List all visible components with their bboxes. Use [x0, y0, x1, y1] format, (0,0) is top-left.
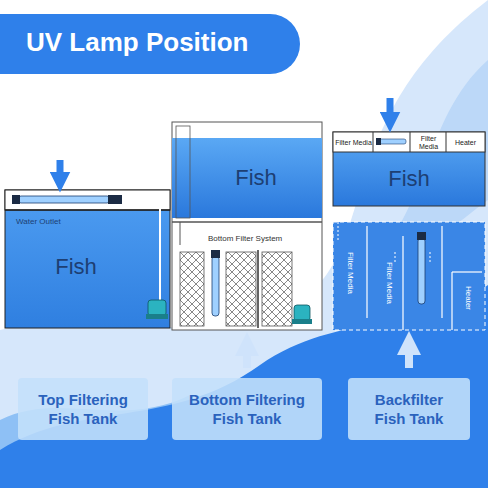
filter-compartments: Filter Media Filter MediaHeater	[334, 223, 484, 329]
illustration-part	[148, 300, 166, 316]
pointer-arrow	[405, 343, 413, 368]
compartment-label: Heater	[447, 133, 484, 152]
fish-label: Fish	[192, 165, 320, 191]
illustration-part	[172, 122, 322, 330]
caption-box: Bottom Filtering Fish Tank	[172, 378, 322, 440]
top-filtering-tank	[5, 160, 170, 328]
part-label: Filter Media	[385, 262, 394, 304]
illustration-part	[5, 209, 170, 211]
illustration-part	[226, 252, 256, 326]
illustration-part	[211, 250, 220, 258]
illustration-part	[441, 226, 442, 318]
illustration-part	[452, 271, 482, 272]
illustration-part	[176, 126, 190, 218]
caption-text: Backfilter Fish Tank	[358, 390, 460, 429]
illustration-part	[262, 252, 292, 326]
title: UV Lamp Position	[26, 27, 248, 58]
illustration-part	[418, 238, 425, 304]
illustration-part	[172, 138, 322, 218]
part-label: Bottom Filter System	[206, 234, 284, 243]
illustration-part	[417, 232, 426, 240]
illustration-part	[446, 132, 447, 152]
illustration-part	[212, 256, 219, 316]
compartment-label: Filter Media	[411, 133, 446, 152]
illustration-part	[0, 14, 300, 74]
illustration-part	[333, 132, 485, 152]
part-label: Filter Media	[346, 252, 355, 294]
illustration-part	[373, 132, 374, 152]
backfilter-tank	[333, 98, 485, 330]
illustration-part	[376, 138, 381, 145]
illustration-part	[18, 196, 110, 203]
illustration-part	[172, 221, 322, 223]
caption-box: Backfilter Fish Tank	[348, 378, 470, 440]
illustration-part	[451, 272, 452, 330]
illustration-part	[410, 132, 411, 152]
caption-text: Top Filtering Fish Tank	[28, 390, 138, 429]
illustration-part	[294, 305, 310, 321]
illustration-part	[12, 195, 20, 204]
illustration-part	[387, 98, 394, 122]
title-banner	[0, 14, 300, 74]
illustration-part	[292, 319, 312, 324]
illustration-part	[57, 160, 64, 182]
illustration-part	[108, 195, 122, 204]
illustration-part	[146, 314, 168, 319]
illustration-part	[333, 222, 485, 330]
illustration-part	[122, 199, 160, 300]
fish-label: Fish	[6, 254, 146, 280]
illustration-part	[5, 190, 170, 328]
filter-system: Bottom Filter System	[186, 226, 306, 330]
tank-water: Fish	[334, 153, 484, 205]
illustration-part	[180, 252, 204, 326]
fish-label: Fish	[334, 166, 484, 192]
part-label: Heater	[464, 286, 473, 310]
pointer-arrow	[243, 344, 251, 368]
illustration-part	[366, 226, 367, 318]
caption-box: Top Filtering Fish Tank	[18, 378, 148, 440]
illustration-part	[378, 139, 406, 144]
illustration-part	[180, 222, 181, 245]
compartment-label: Filter Media	[334, 133, 373, 152]
illustration-part	[257, 250, 259, 328]
caption-text: Bottom Filtering Fish Tank	[182, 390, 312, 429]
bottom-filtering-tank	[172, 122, 322, 330]
tank-water: Water OutletFish	[6, 211, 146, 323]
part-label: Water Outlet	[14, 217, 63, 226]
illustration-part	[402, 236, 403, 330]
tank-water: Fish	[192, 140, 320, 216]
illustration-part	[333, 132, 485, 206]
